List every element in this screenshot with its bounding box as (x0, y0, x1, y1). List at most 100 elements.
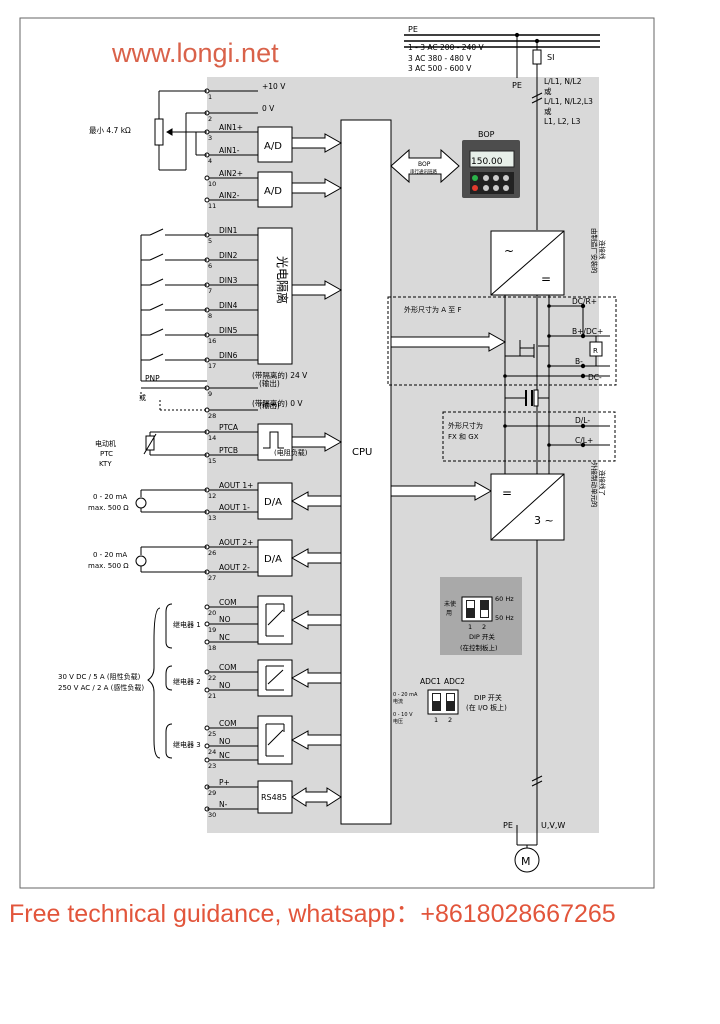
input-term-3: L/L1, N/L2,L3 (544, 97, 593, 106)
terminal-label: AOUT 2- (219, 563, 250, 572)
ad2-label: A/D (264, 186, 282, 197)
motor-label: M (521, 855, 531, 868)
power-input (404, 32, 600, 873)
signal-arrow (390, 332, 507, 352)
relay2-label: 继电器 2 (173, 677, 201, 686)
opto-block (257, 227, 293, 365)
terminal-label: AIN2+ (219, 169, 243, 178)
terminal-layer: 1+10 V20 V3AIN1+4AIN1-10AIN2+11AIN2-5DIN… (204, 82, 286, 819)
ad2-block (257, 171, 293, 208)
adc-left-3: 0 - 10 V (393, 712, 413, 718)
pe-terminal-label: PE (512, 81, 522, 90)
terminal-label: COM (219, 719, 237, 728)
terminal-label: NO (219, 737, 231, 746)
signal-arrow (290, 730, 342, 750)
dip-knob-1 (467, 601, 474, 608)
terminal-label: P+ (219, 778, 230, 787)
output-uvw-label: U,V,W (541, 821, 565, 830)
ptc-note: (电阻负载) (274, 448, 308, 457)
da1-label: D/A (264, 497, 282, 508)
terminal-number: 17 (208, 362, 216, 370)
terminal-label: DIN1 (219, 226, 238, 235)
term-bdc: B+/DC+ (572, 327, 603, 336)
terminal-label: (输出) (259, 400, 280, 410)
bop-link-label: BOP (418, 161, 431, 168)
terminal-number: 28 (208, 412, 216, 420)
dip-switch-2[interactable] (480, 600, 489, 618)
terminal-number: 23 (208, 762, 216, 770)
rectifier-dc: = (541, 272, 551, 286)
term-dcminus: DC- (588, 373, 602, 382)
rs485-arrow (291, 787, 342, 807)
terminal-number: 24 (208, 748, 216, 756)
terminal-label: AIN1+ (219, 123, 243, 132)
relay1-block (257, 595, 293, 645)
input-term-1: L/L1, N/L2 (544, 77, 582, 86)
supply-line-3: 3 AC 500 - 600 V (408, 64, 472, 73)
side-note-1b: 连接线 (598, 240, 607, 260)
motor-ptc-3: KTY (99, 460, 112, 468)
terminal-number: 8 (208, 312, 212, 320)
ptc-pulse-symbol (263, 431, 284, 449)
terminal-number: 20 (208, 609, 216, 617)
terminal-number: 27 (208, 574, 216, 582)
terminal-label: AOUT 1- (219, 503, 250, 512)
terminal-number: 18 (208, 644, 216, 652)
relay3-label: 继电器 3 (173, 740, 201, 749)
terminal-label: DIN2 (219, 251, 238, 260)
signal-arrow (291, 133, 343, 153)
terminal-number: 22 (208, 674, 216, 682)
terminal-number: 21 (208, 692, 216, 700)
pot-label: 最小 4.7 kΩ (89, 126, 131, 135)
iso-24v-label: (带隔离的) 24 V (252, 370, 308, 380)
adc1-label: ADC1 (420, 677, 441, 686)
terminal-label: AOUT 1+ (219, 481, 253, 490)
dip-switch-1[interactable] (466, 600, 475, 618)
dip-caption-2: (在控制板上) (460, 643, 498, 652)
terminal-number: 30 (208, 811, 216, 819)
signal-arrow (290, 668, 342, 688)
terminal-label: (输出) (259, 378, 280, 388)
side-note-2b: 连接线了 (598, 470, 607, 496)
aout1-max: max. 500 Ω (88, 504, 129, 512)
input-term-4: 或 (544, 106, 552, 116)
si-label: SI (547, 53, 554, 62)
rs485-block (257, 780, 293, 814)
bus-dots (503, 303, 586, 448)
watermark-url: www.longi.net (112, 38, 279, 68)
terminal-point (204, 621, 210, 627)
terminal-label: DIN6 (219, 351, 238, 360)
terminal-point (204, 669, 210, 675)
bop-link-arrow (390, 148, 460, 184)
cpu-label: CPU (352, 447, 372, 458)
supply-line-1: 1 - 3 AC 200 - 240 V (408, 43, 485, 52)
adc-num-1: 1 (434, 716, 438, 724)
dip-left-2: 用 (446, 610, 452, 617)
adc-switch-1[interactable] (432, 693, 441, 711)
terminal-number: 15 (208, 457, 216, 465)
dip-knob-2 (481, 610, 488, 617)
pe-label: PE (408, 25, 418, 34)
relay3-block (257, 715, 293, 765)
dip-60hz: 60 Hz (495, 595, 514, 603)
bop-panel (462, 140, 520, 198)
terminal-label: DIN3 (219, 276, 238, 285)
term-dl: D/L- (575, 416, 590, 425)
input-term-2: 或 (544, 86, 552, 96)
dip-caption-1: DIP 开关 (469, 632, 495, 641)
relay-rating-1: 30 V DC / 5 A (阻性负载) (58, 672, 141, 681)
terminal-number: 12 (208, 492, 216, 500)
terminal-label: COM (219, 598, 237, 607)
bop-title: BOP (478, 130, 495, 139)
terminal-number: 2 (208, 115, 212, 123)
adc-switch-2[interactable] (446, 693, 455, 711)
signal-arrow (390, 481, 493, 501)
terminal-point (204, 725, 210, 731)
terminal-label: AIN2- (219, 191, 240, 200)
terminal-number: 26 (208, 549, 216, 557)
term-bminus: B- (575, 357, 583, 366)
da2-label: D/A (264, 554, 282, 565)
pnp-label: PNP (145, 374, 160, 383)
adc-num-2: 2 (448, 716, 452, 724)
rectifier-ac: ~ (504, 244, 514, 258)
